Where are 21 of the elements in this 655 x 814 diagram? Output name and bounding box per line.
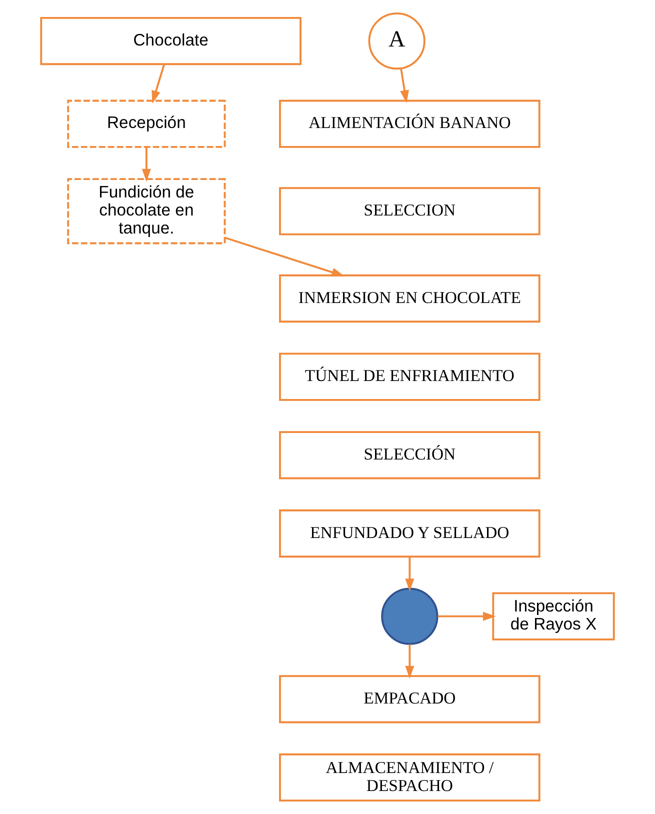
node-box: Fundición de chocolate en tanque.	[67, 178, 226, 244]
node-box: EMPACADO	[279, 675, 540, 724]
arrow	[152, 64, 166, 104]
node-box: SELECCION	[279, 187, 540, 236]
node-circle: A	[368, 12, 426, 70]
node-box: ENFUNDADO Y SELLADO	[279, 509, 540, 558]
arrow	[405, 644, 414, 679]
node-circle	[381, 588, 438, 645]
arrow	[142, 147, 151, 182]
node-box: Recepción	[67, 100, 226, 148]
arrow	[405, 556, 414, 592]
arrow	[438, 612, 496, 621]
node-box: INMERSION EN CHOCOLATE	[279, 274, 540, 323]
node-box: Inspección de Rayos X	[492, 592, 615, 640]
arrow	[224, 236, 344, 277]
node-box: SELECCIÓN	[279, 431, 540, 480]
node-box: ALIMENTACIÓN BANANO	[279, 100, 540, 148]
arrow	[400, 68, 409, 104]
node-box: ALMACENAMIENTO / DESPACHO	[279, 753, 540, 802]
node-box: Chocolate	[40, 16, 302, 66]
node-box: TÚNEL DE ENFRIAMIENTO	[279, 352, 540, 401]
